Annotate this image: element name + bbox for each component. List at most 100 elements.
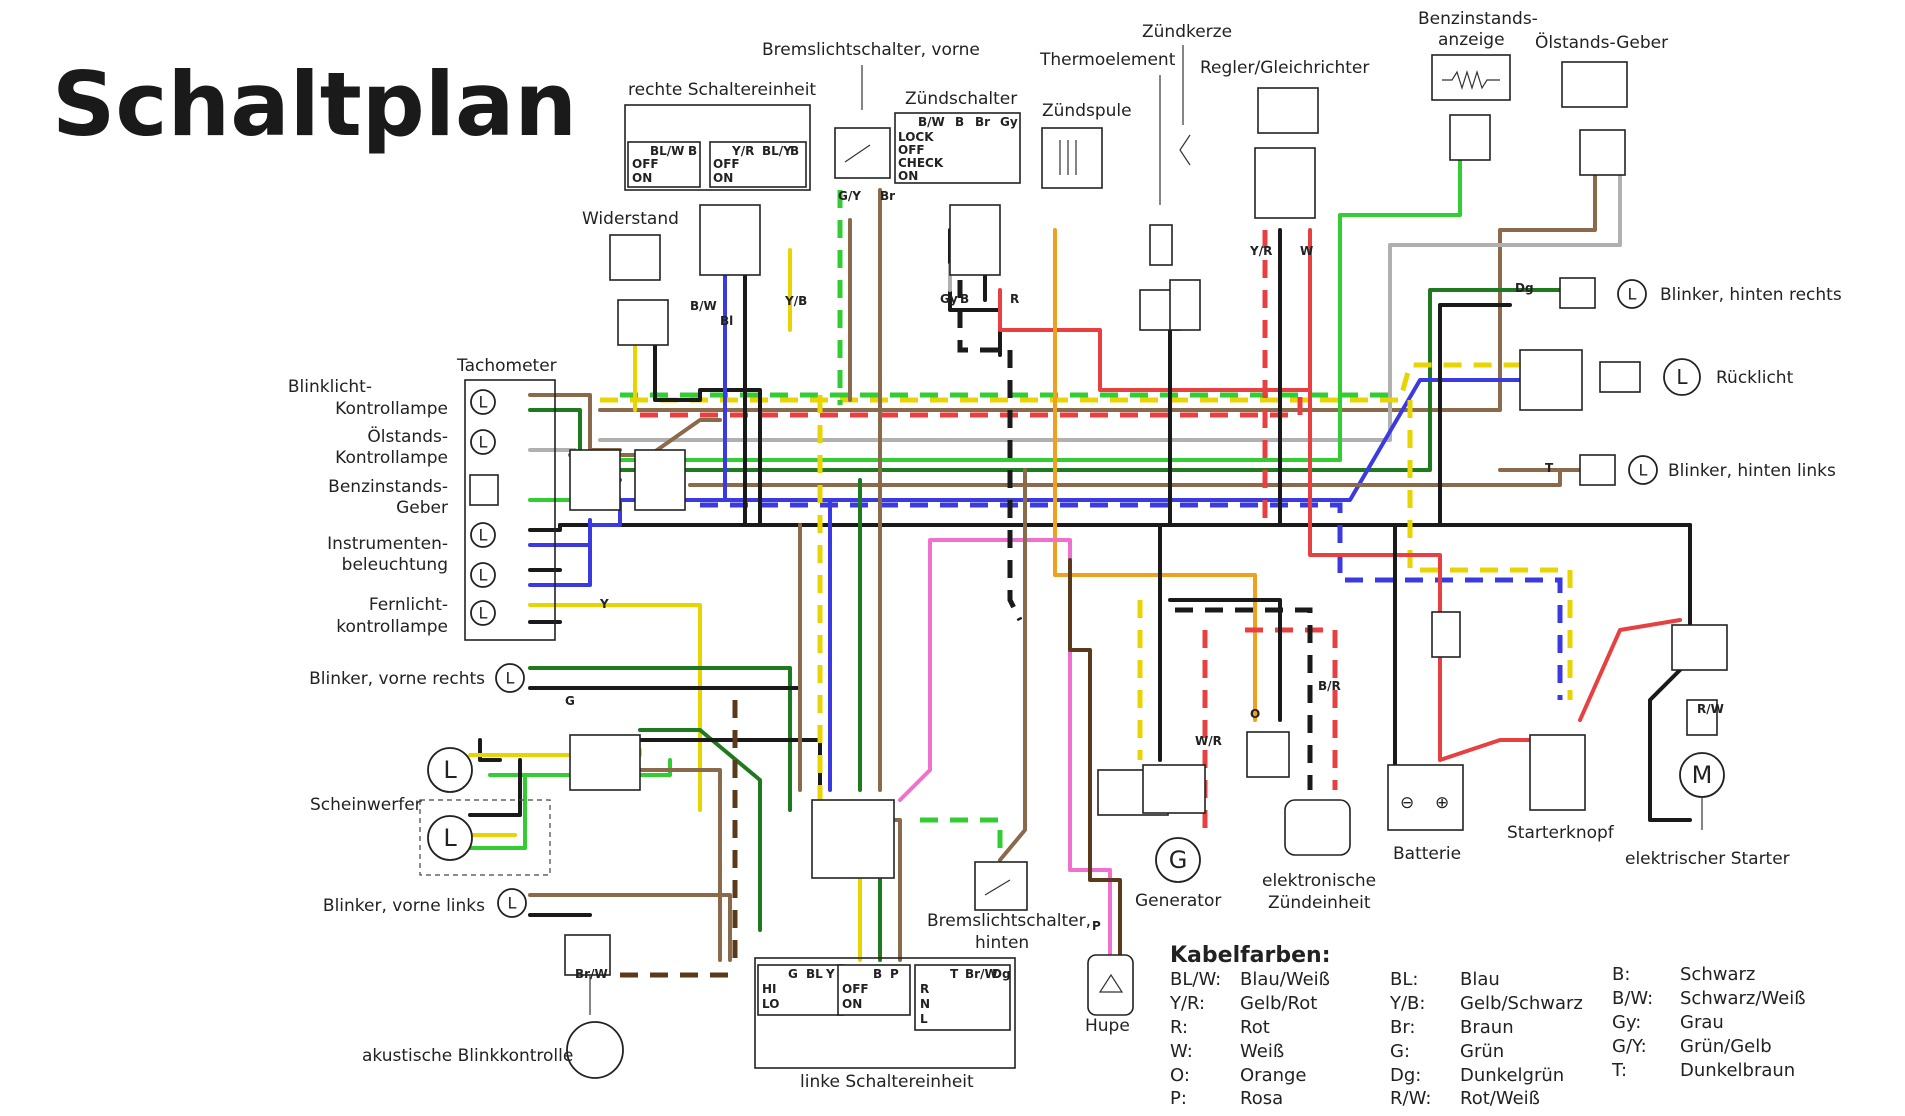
svg-text:Geber: Geber — [396, 498, 448, 518]
wire-labels: B/W Bl Y/B G/Y Br Gy B R Y/R W Dg T G Y … — [565, 189, 1724, 981]
svg-text:L: L — [479, 566, 488, 585]
svg-text:HI: HI — [762, 982, 777, 996]
regulator-rectifier: Regler/Gleichrichter — [1200, 58, 1369, 219]
svg-text:Blau/Weiß: Blau/Weiß — [1240, 969, 1330, 990]
svg-text:Fernlicht-: Fernlicht- — [369, 595, 448, 615]
svg-text:Bl: Bl — [720, 314, 733, 328]
svg-text:L: L — [920, 1012, 928, 1026]
svg-text:Br: Br — [975, 115, 990, 129]
svg-text:Y/B:: Y/B: — [1389, 993, 1425, 1014]
svg-text:W/R: W/R — [1195, 734, 1222, 748]
tachometer: Tachometer Blinklicht- Kontrollampe Ölst… — [288, 356, 557, 641]
wire-headlight2-b — [468, 758, 522, 817]
wire-b-tacho — [528, 523, 692, 532]
tail-light: L Rücklicht — [1519, 349, 1794, 411]
svg-text:BL/W: BL/W — [650, 144, 684, 158]
svg-text:Gy:: Gy: — [1612, 1012, 1641, 1033]
yr-connector — [1142, 764, 1206, 814]
svg-text:Rosa: Rosa — [1240, 1088, 1283, 1109]
wire-black-rear — [1438, 303, 1512, 527]
svg-text:B:: B: — [1612, 964, 1630, 985]
legend-col-1: BL/W:Blau/Weiß Y/R:Gelb/Rot R:Rot W:Weiß… — [1169, 969, 1330, 1109]
svg-text:Gelb/Rot: Gelb/Rot — [1240, 993, 1317, 1014]
svg-text:B/W: B/W — [690, 299, 717, 313]
svg-text:Y: Y — [599, 597, 609, 611]
main-fuse — [1431, 611, 1461, 658]
wire-black-starter — [1648, 658, 1692, 822]
svg-text:M: M — [1692, 761, 1713, 789]
svg-text:Dunkelbraun: Dunkelbraun — [1680, 1060, 1795, 1081]
svg-text:CHECK: CHECK — [898, 156, 944, 170]
svg-text:BL/Y: BL/Y — [762, 144, 792, 158]
wire-brown-oil — [598, 163, 1597, 412]
rear-brake-switch: Bremslichtschalter, hinten — [927, 861, 1091, 953]
svg-text:OFF: OFF — [632, 157, 659, 171]
svg-text:Dg: Dg — [1515, 281, 1534, 295]
starter-button-label: Starterknopf — [1507, 823, 1615, 843]
svg-text:Schwarz/Weiß: Schwarz/Weiß — [1680, 988, 1806, 1009]
instrument-light-lamp-1 — [470, 522, 496, 548]
ignition-switch-connector — [949, 204, 1001, 276]
legend-heading: Kabelfarben: — [1170, 943, 1331, 968]
svg-text:Kontrollampe: Kontrollampe — [335, 399, 448, 419]
front-right-blinker-label: Blinker, vorne rechts — [309, 669, 485, 689]
indicator-lamp-blinker — [470, 389, 496, 415]
svg-text:T:: T: — [1611, 1060, 1627, 1081]
svg-text:G: G — [788, 967, 798, 981]
battery-label: Batterie — [1393, 844, 1461, 864]
svg-text:Bremslichtschalter,: Bremslichtschalter, — [927, 911, 1091, 931]
acoustic-blink-control: akustische Blinkkontrolle — [362, 934, 624, 1079]
ignition-switch-label: Zündschalter — [905, 89, 1017, 109]
battery-minus-icon: ⊖ — [1400, 793, 1414, 813]
svg-text:Benzinstands-: Benzinstands- — [328, 477, 448, 497]
svg-text:Dg: Dg — [992, 967, 1011, 981]
svg-text:Blinklicht-: Blinklicht- — [288, 377, 372, 397]
svg-text:OFF: OFF — [842, 982, 869, 996]
svg-text:Instrumenten-: Instrumenten- — [327, 534, 448, 554]
wire-pink-horn — [898, 538, 1112, 962]
svg-text:LO: LO — [762, 997, 779, 1011]
rear-left-blinker-label: Blinker, hinten links — [1668, 461, 1836, 481]
legend-col-3: B:Schwarz B/W:Schwarz/Weiß Gy:Grau G/Y:G… — [1611, 964, 1806, 1081]
wire-grey-oil — [598, 173, 1622, 442]
tail-light-label: Rücklicht — [1716, 368, 1794, 388]
spark-plug: Zündkerze — [1142, 22, 1232, 166]
svg-text:G:: G: — [1390, 1041, 1410, 1062]
wire-b-widerstand — [653, 343, 762, 527]
wire-black-ign-unit — [1168, 598, 1282, 722]
front-right-blinker: Blinker, vorne rechts L — [309, 663, 525, 693]
horn: Hupe — [1085, 954, 1134, 1036]
svg-text:Y/R: Y/R — [1249, 244, 1272, 258]
left-switch-connector — [811, 799, 895, 879]
rear-left-blinker: L Blinker, hinten links — [1579, 454, 1836, 486]
svg-text:Br/W: Br/W — [575, 967, 608, 981]
indicator-lamp-oil — [470, 429, 496, 455]
tacho-connector-b — [634, 449, 686, 511]
svg-text:P: P — [890, 967, 899, 981]
headlight-connector — [569, 734, 641, 791]
fuel-gauge-label-1: Benzinstands- — [1418, 9, 1538, 29]
wire-red-starter — [1578, 618, 1682, 722]
electric-starter-label: elektrischer Starter — [1625, 849, 1790, 869]
ignition-coil-label: Zündspule — [1042, 101, 1132, 121]
front-brake-switch: Bremslichtschalter, vorne — [762, 40, 980, 179]
svg-text:L: L — [1676, 365, 1688, 389]
svg-text:G: G — [1169, 846, 1188, 874]
rear-right-blinker-label: Blinker, hinten rechts — [1660, 285, 1842, 305]
wire-dg-headlight — [638, 728, 762, 932]
svg-text:B: B — [960, 292, 969, 306]
oil-level-sender-label: Ölstands-Geber — [1535, 31, 1668, 53]
svg-text:L: L — [479, 433, 488, 452]
svg-text:BL:: BL: — [1390, 969, 1418, 990]
wire-br-brake-rear — [998, 468, 1027, 862]
regulator-rectifier-label: Regler/Gleichrichter — [1200, 58, 1369, 78]
svg-text:Schwarz: Schwarz — [1680, 964, 1755, 985]
svg-text:ON: ON — [632, 171, 652, 185]
svg-text:Braun: Braun — [1460, 1017, 1514, 1038]
svg-text:kontrollampe: kontrollampe — [336, 617, 448, 637]
wire-darkbrown-horn — [1068, 558, 1122, 962]
svg-text:Grün: Grün — [1460, 1041, 1504, 1062]
fuel-level-sender-symbol — [469, 474, 499, 506]
svg-text:G/Y: G/Y — [838, 189, 861, 203]
